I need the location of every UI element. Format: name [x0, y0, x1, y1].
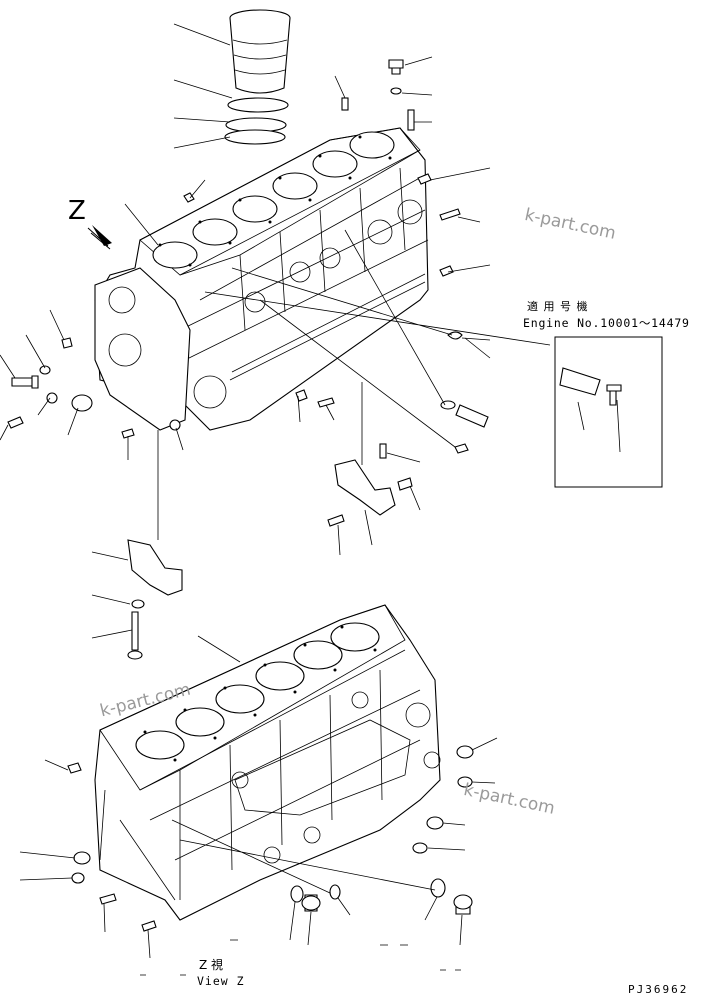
- upper-leader-lines: [0, 23, 621, 639]
- lower-block-outline: [94, 604, 441, 921]
- lower-cylinder-bores: [135, 622, 380, 760]
- upper-bearing-caps: [127, 443, 413, 660]
- liner-o-ring-1: [227, 97, 289, 113]
- drawing-number: PJ36962: [628, 983, 689, 996]
- view-letter-z: Z: [68, 196, 86, 226]
- cylinder-liner: [229, 9, 291, 94]
- applicable-models-range: Engine No.10001～14479: [523, 316, 690, 330]
- cylinder-bores: [152, 131, 395, 269]
- liner-o-ring-3: [224, 129, 286, 145]
- upper-right-fasteners: [183, 59, 489, 454]
- lower-cylinder-block: [94, 604, 441, 921]
- view-z-arrow: [87, 225, 112, 250]
- view-caption-en: View Z: [197, 974, 245, 988]
- upper-cylinder-block: [94, 9, 429, 431]
- view-caption-jp: Z 視: [199, 958, 224, 972]
- applicable-model-box: [554, 336, 663, 488]
- front-face: [94, 267, 191, 431]
- oil-pan-flange: [234, 719, 411, 816]
- lower-leader-lines: [19, 635, 498, 959]
- applicable-models-heading: 適 用 号 機: [527, 300, 589, 313]
